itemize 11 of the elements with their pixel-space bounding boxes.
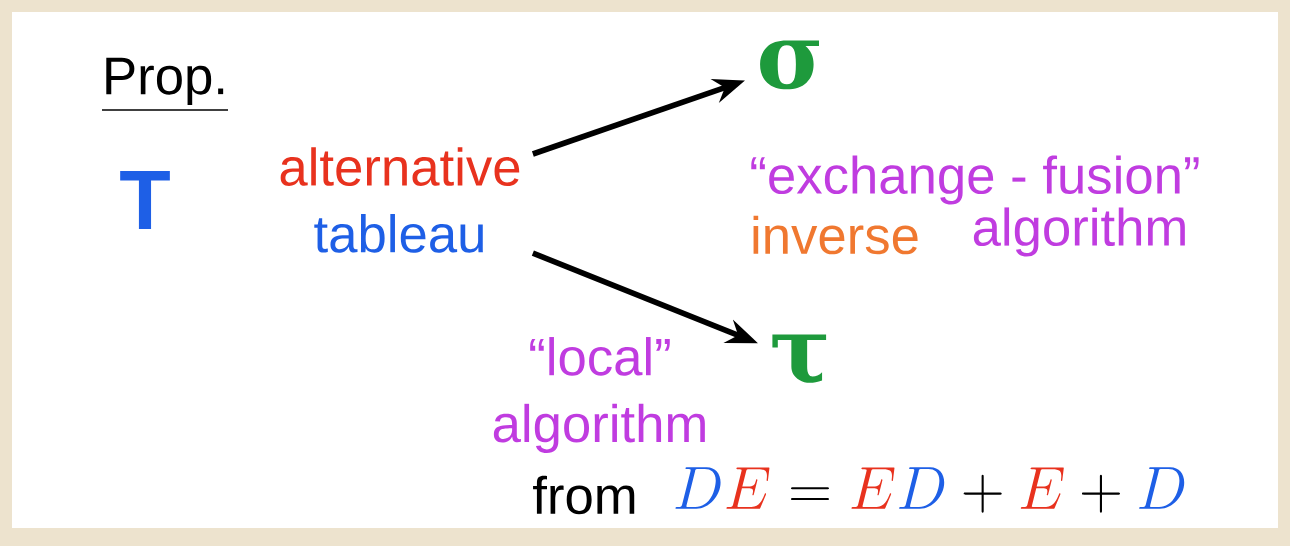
- edge-label: “exchange - fusion”: [751, 155, 1199, 205]
- node-text: alternative tableau: [280, 147, 520, 253]
- annotation: inverse: [753, 215, 918, 255]
- formula: $\textcolor{dblue}{D}\textcolor{dred}{E} = \textcolor{dred}{E}\textcolor{dblue}{D} + \textcolor{dred}{E} + \textcolor{dblue}{D}$: [675, 467, 1185, 513]
- symbol: τ: [772, 334, 827, 383]
- annotation: from: [533, 475, 635, 515]
- heading: Prop.: [101, 57, 229, 111]
- symbol: T: [120, 170, 170, 229]
- edge-label: “local” algorithm: [493, 337, 705, 453]
- symbol: σ: [760, 40, 819, 90]
- annotation: algorithm: [973, 207, 1185, 257]
